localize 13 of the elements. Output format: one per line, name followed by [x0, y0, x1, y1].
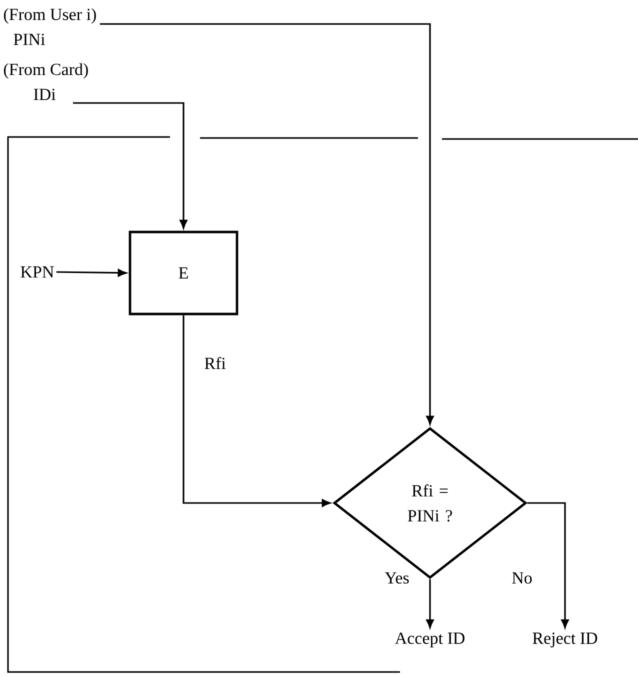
outcome-label: Accept ID — [395, 632, 464, 648]
arrow — [527, 502, 569, 628]
arrow — [56, 269, 127, 277]
flow-label: (From User i) PINi — [4, 8, 96, 45]
arrow — [426, 579, 434, 628]
outcome-label: Reject ID — [532, 632, 598, 648]
arrow — [182, 315, 331, 507]
arrow — [73, 102, 188, 229]
flow-label: (From Card) IDi — [4, 63, 88, 100]
edge-label: Rfi — [203, 356, 227, 370]
flow-label: KPN — [20, 266, 54, 278]
encryption-box: E — [128, 230, 238, 316]
arrow — [100, 23, 434, 425]
